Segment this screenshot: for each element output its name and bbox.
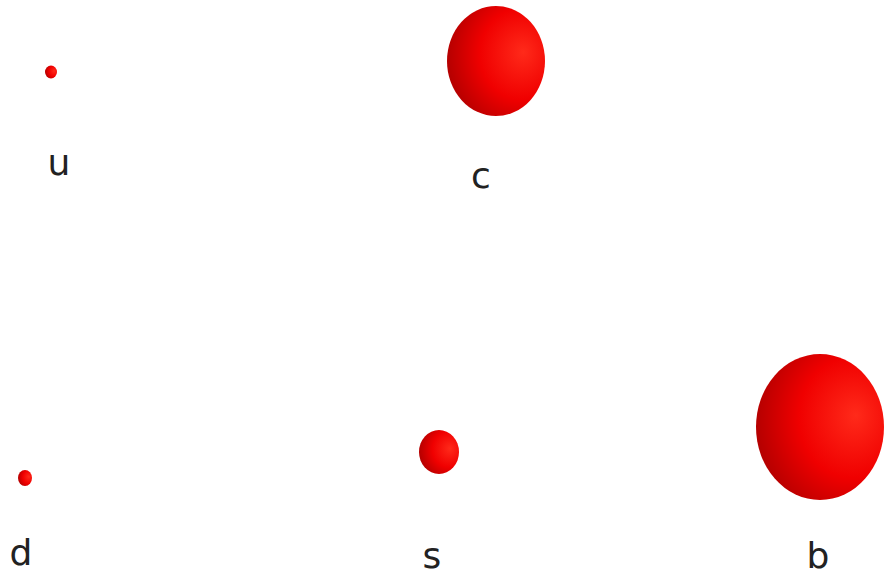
bottom-sphere	[756, 354, 884, 500]
quark-label: d	[10, 535, 33, 571]
strange-sphere	[419, 430, 459, 474]
quark-label: u	[48, 145, 71, 181]
quark-label: s	[423, 538, 442, 574]
down-sphere	[18, 470, 32, 486]
up-sphere	[45, 66, 57, 79]
quark-label: c	[471, 158, 491, 194]
charm-sphere	[447, 6, 545, 116]
quark-label: b	[807, 538, 830, 574]
